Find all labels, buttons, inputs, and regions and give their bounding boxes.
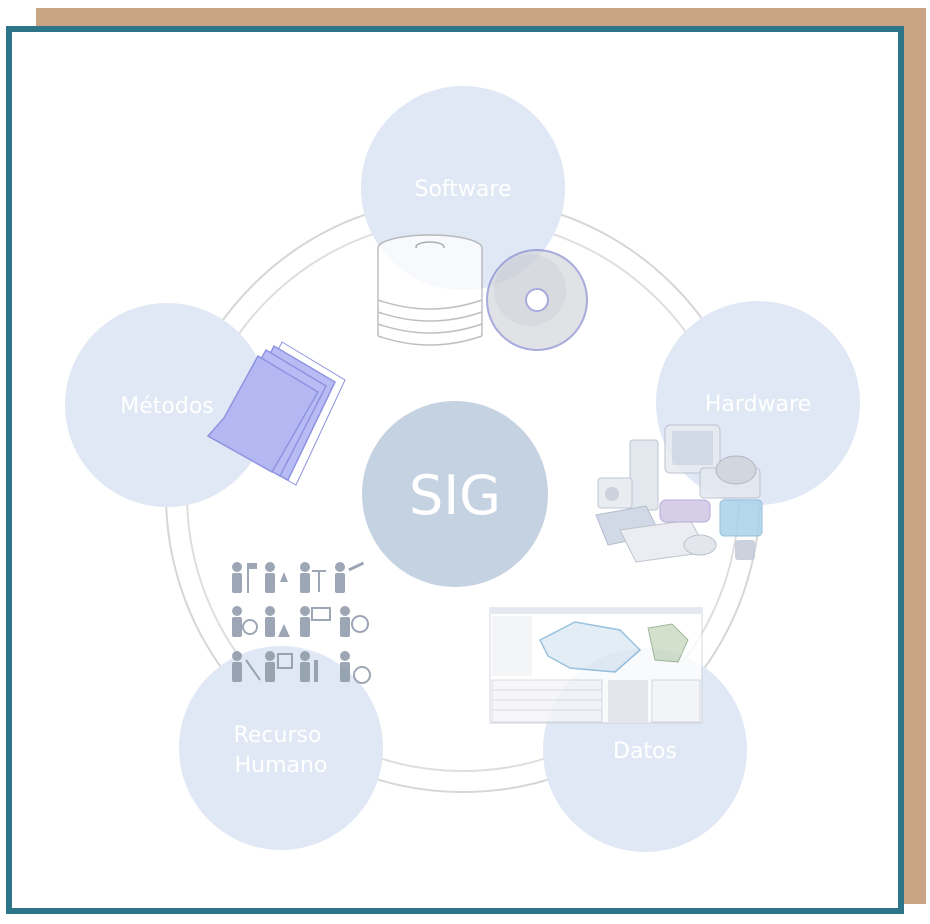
software-disc-illustration	[377, 234, 588, 351]
center-label-sig: SIG	[409, 464, 501, 527]
node-label-datos: Datos	[613, 739, 677, 764]
node-recurso-humano	[179, 646, 383, 850]
node-label-recurso-humano: Recurso Humano	[234, 723, 329, 778]
recurso-humano-people-illustration	[232, 561, 371, 684]
node-label-metodos: Métodos	[120, 394, 214, 419]
node-label-software: Software	[415, 177, 512, 202]
datos-gis-screenshot-illustration	[489, 607, 703, 724]
hardware-devices-illustration	[595, 424, 763, 563]
node-metodos	[65, 303, 269, 507]
center-sig-circle	[362, 401, 548, 587]
node-label-hardware: Hardware	[705, 392, 811, 417]
metodos-documents-illustration	[206, 341, 346, 486]
